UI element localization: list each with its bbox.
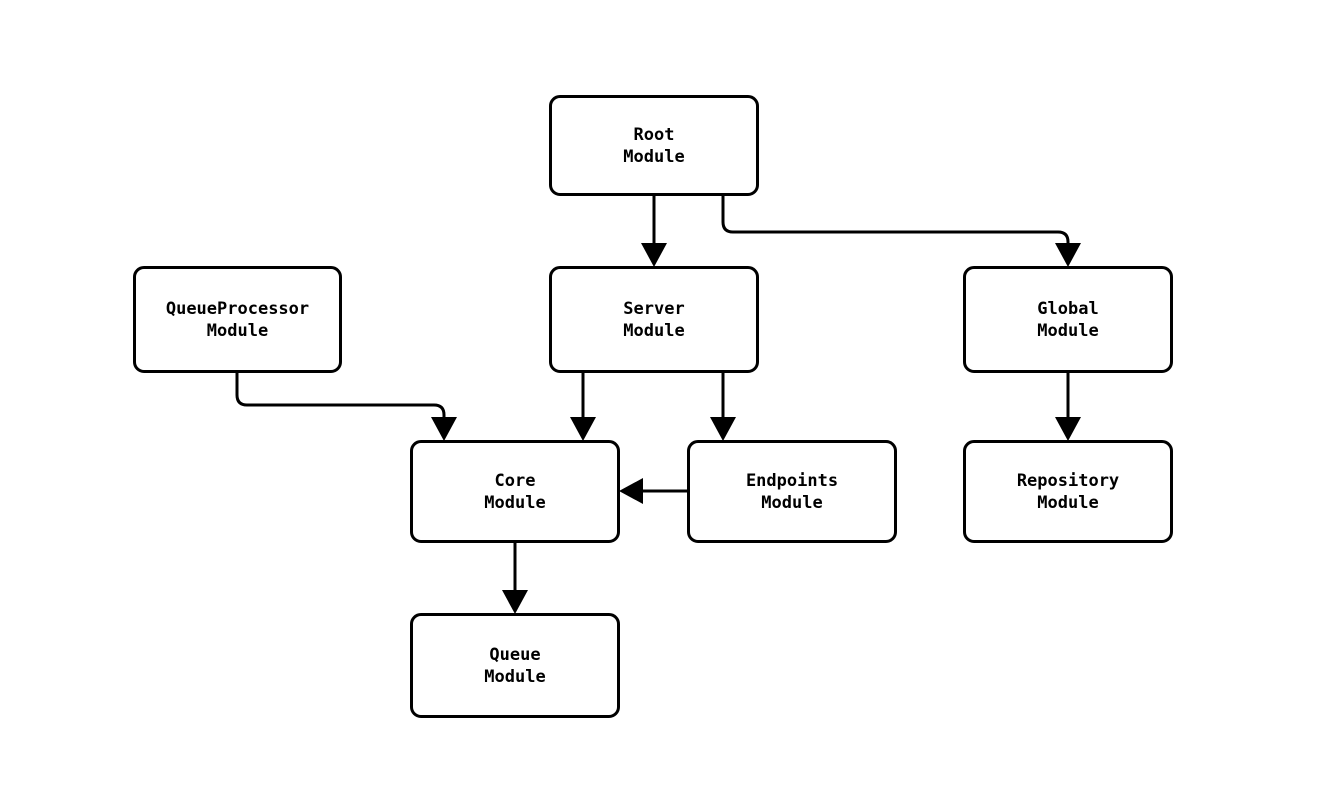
root-module-label-line1: Root xyxy=(633,124,675,145)
endpoints-module-label-line1: Endpoints xyxy=(745,470,839,491)
root-module-label-line2: Module xyxy=(623,146,685,167)
edge-root-to-global-line xyxy=(721,196,1070,258)
endpoints-module-label-line2: Module xyxy=(761,492,823,513)
global-module-node[interactable]: Global Module xyxy=(963,266,1173,373)
server-module-label-line2: Module xyxy=(623,320,685,341)
global-module-label-line2: Module xyxy=(1037,320,1099,341)
edge-root-to-server-arrowhead xyxy=(641,243,667,267)
queueprocessor-module-node[interactable]: QueueProcessor Module xyxy=(133,266,342,373)
root-module-node[interactable]: Root Module xyxy=(549,95,759,196)
global-module-label-line1: Global xyxy=(1037,298,1099,319)
edge-queueprocessor-to-core-line xyxy=(235,373,446,432)
endpoints-module-node[interactable]: Endpoints Module xyxy=(687,440,897,543)
queue-module-label-line2: Module xyxy=(484,666,546,687)
repository-module-label-line1: Repository xyxy=(1016,470,1120,491)
edge-root-to-global-arrowhead xyxy=(1055,243,1081,267)
core-module-label-line2: Module xyxy=(484,492,546,513)
edge-server-to-core-arrowhead xyxy=(570,417,596,441)
edge-endpoints-to-core-arrowhead xyxy=(619,478,643,504)
queue-module-node[interactable]: Queue Module xyxy=(410,613,620,718)
edge-core-to-queue-arrowhead xyxy=(502,590,528,614)
queueprocessor-module-label-line2: Module xyxy=(206,320,269,341)
edge-server-to-endpoints-arrowhead xyxy=(710,417,736,441)
edge-global-to-repository-arrowhead xyxy=(1055,417,1081,441)
edge-queueprocessor-to-core-arrowhead xyxy=(431,417,457,441)
core-module-label-line1: Core xyxy=(494,470,536,491)
server-module-node[interactable]: Server Module xyxy=(549,266,759,373)
core-module-node[interactable]: Core Module xyxy=(410,440,620,543)
repository-module-label-line2: Module xyxy=(1037,492,1099,513)
queueprocessor-module-label-line1: QueueProcessor xyxy=(165,298,310,319)
repository-module-node[interactable]: Repository Module xyxy=(963,440,1173,543)
server-module-label-line1: Server xyxy=(623,298,685,319)
queue-module-label-line1: Queue xyxy=(489,644,541,665)
